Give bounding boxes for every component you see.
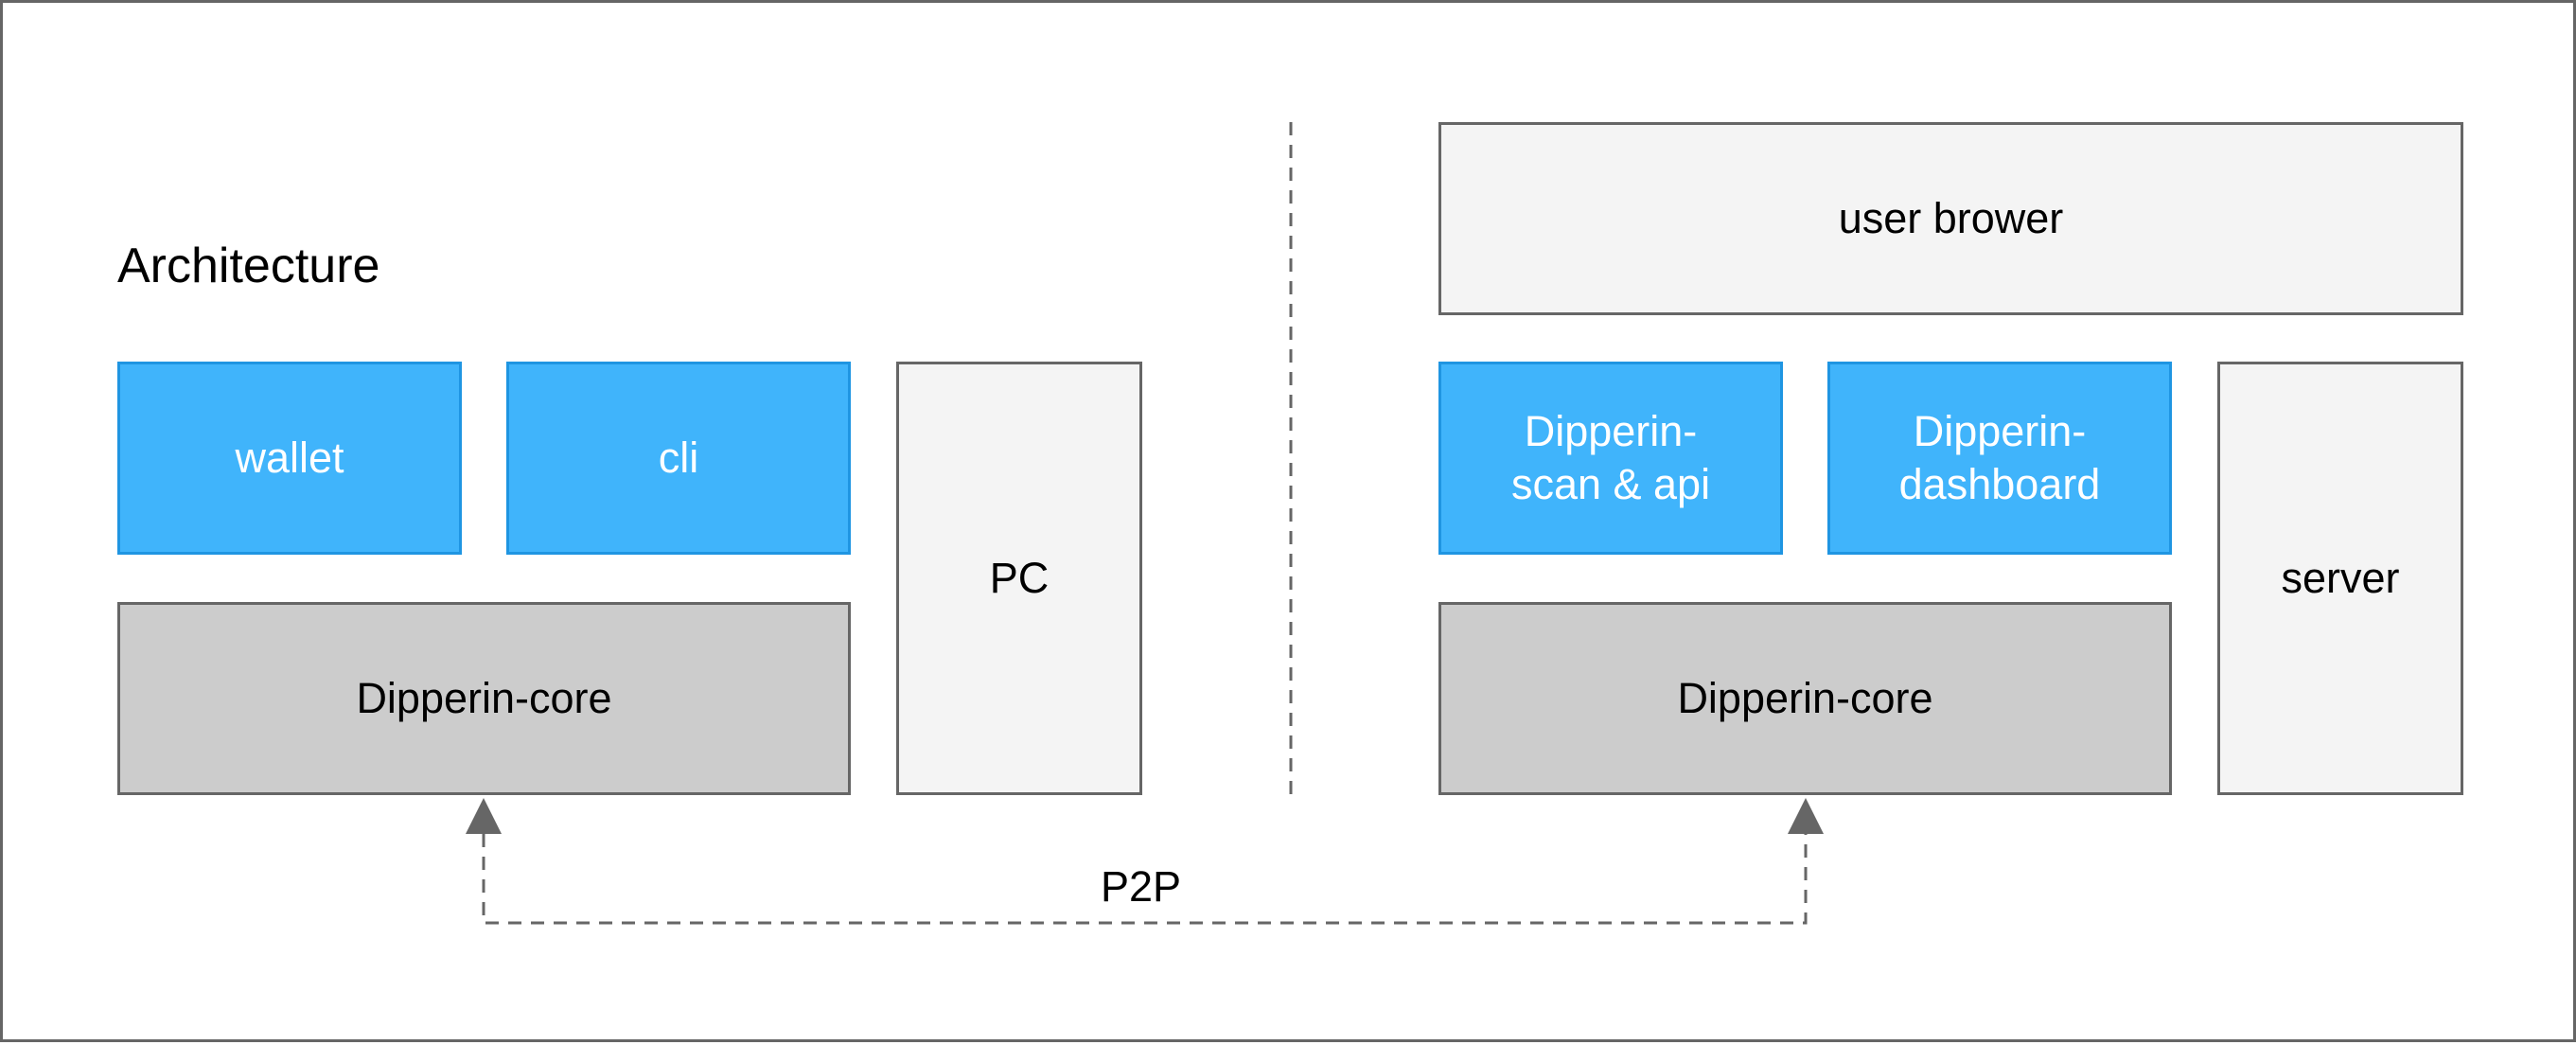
cli-box: cli bbox=[506, 362, 851, 555]
p2p-label: P2P bbox=[1101, 862, 1182, 911]
arrowhead-left-core bbox=[466, 798, 502, 834]
dipperin-scan-api-box: Dipperin- scan & api bbox=[1438, 362, 1783, 555]
right-core-box: Dipperin-core bbox=[1438, 602, 2172, 795]
user-browser-box: user brower bbox=[1438, 122, 2463, 315]
server-box: server bbox=[2217, 362, 2463, 795]
dipperin-dashboard-box: Dipperin- dashboard bbox=[1827, 362, 2172, 555]
left-core-box: Dipperin-core bbox=[117, 602, 851, 795]
diagram-title: Architecture bbox=[117, 239, 380, 293]
p2p-connector bbox=[482, 834, 1808, 925]
pc-box: PC bbox=[896, 362, 1142, 795]
connectors bbox=[466, 122, 1824, 925]
arrowhead-right-core bbox=[1788, 798, 1824, 834]
wallet-box: wallet bbox=[117, 362, 462, 555]
